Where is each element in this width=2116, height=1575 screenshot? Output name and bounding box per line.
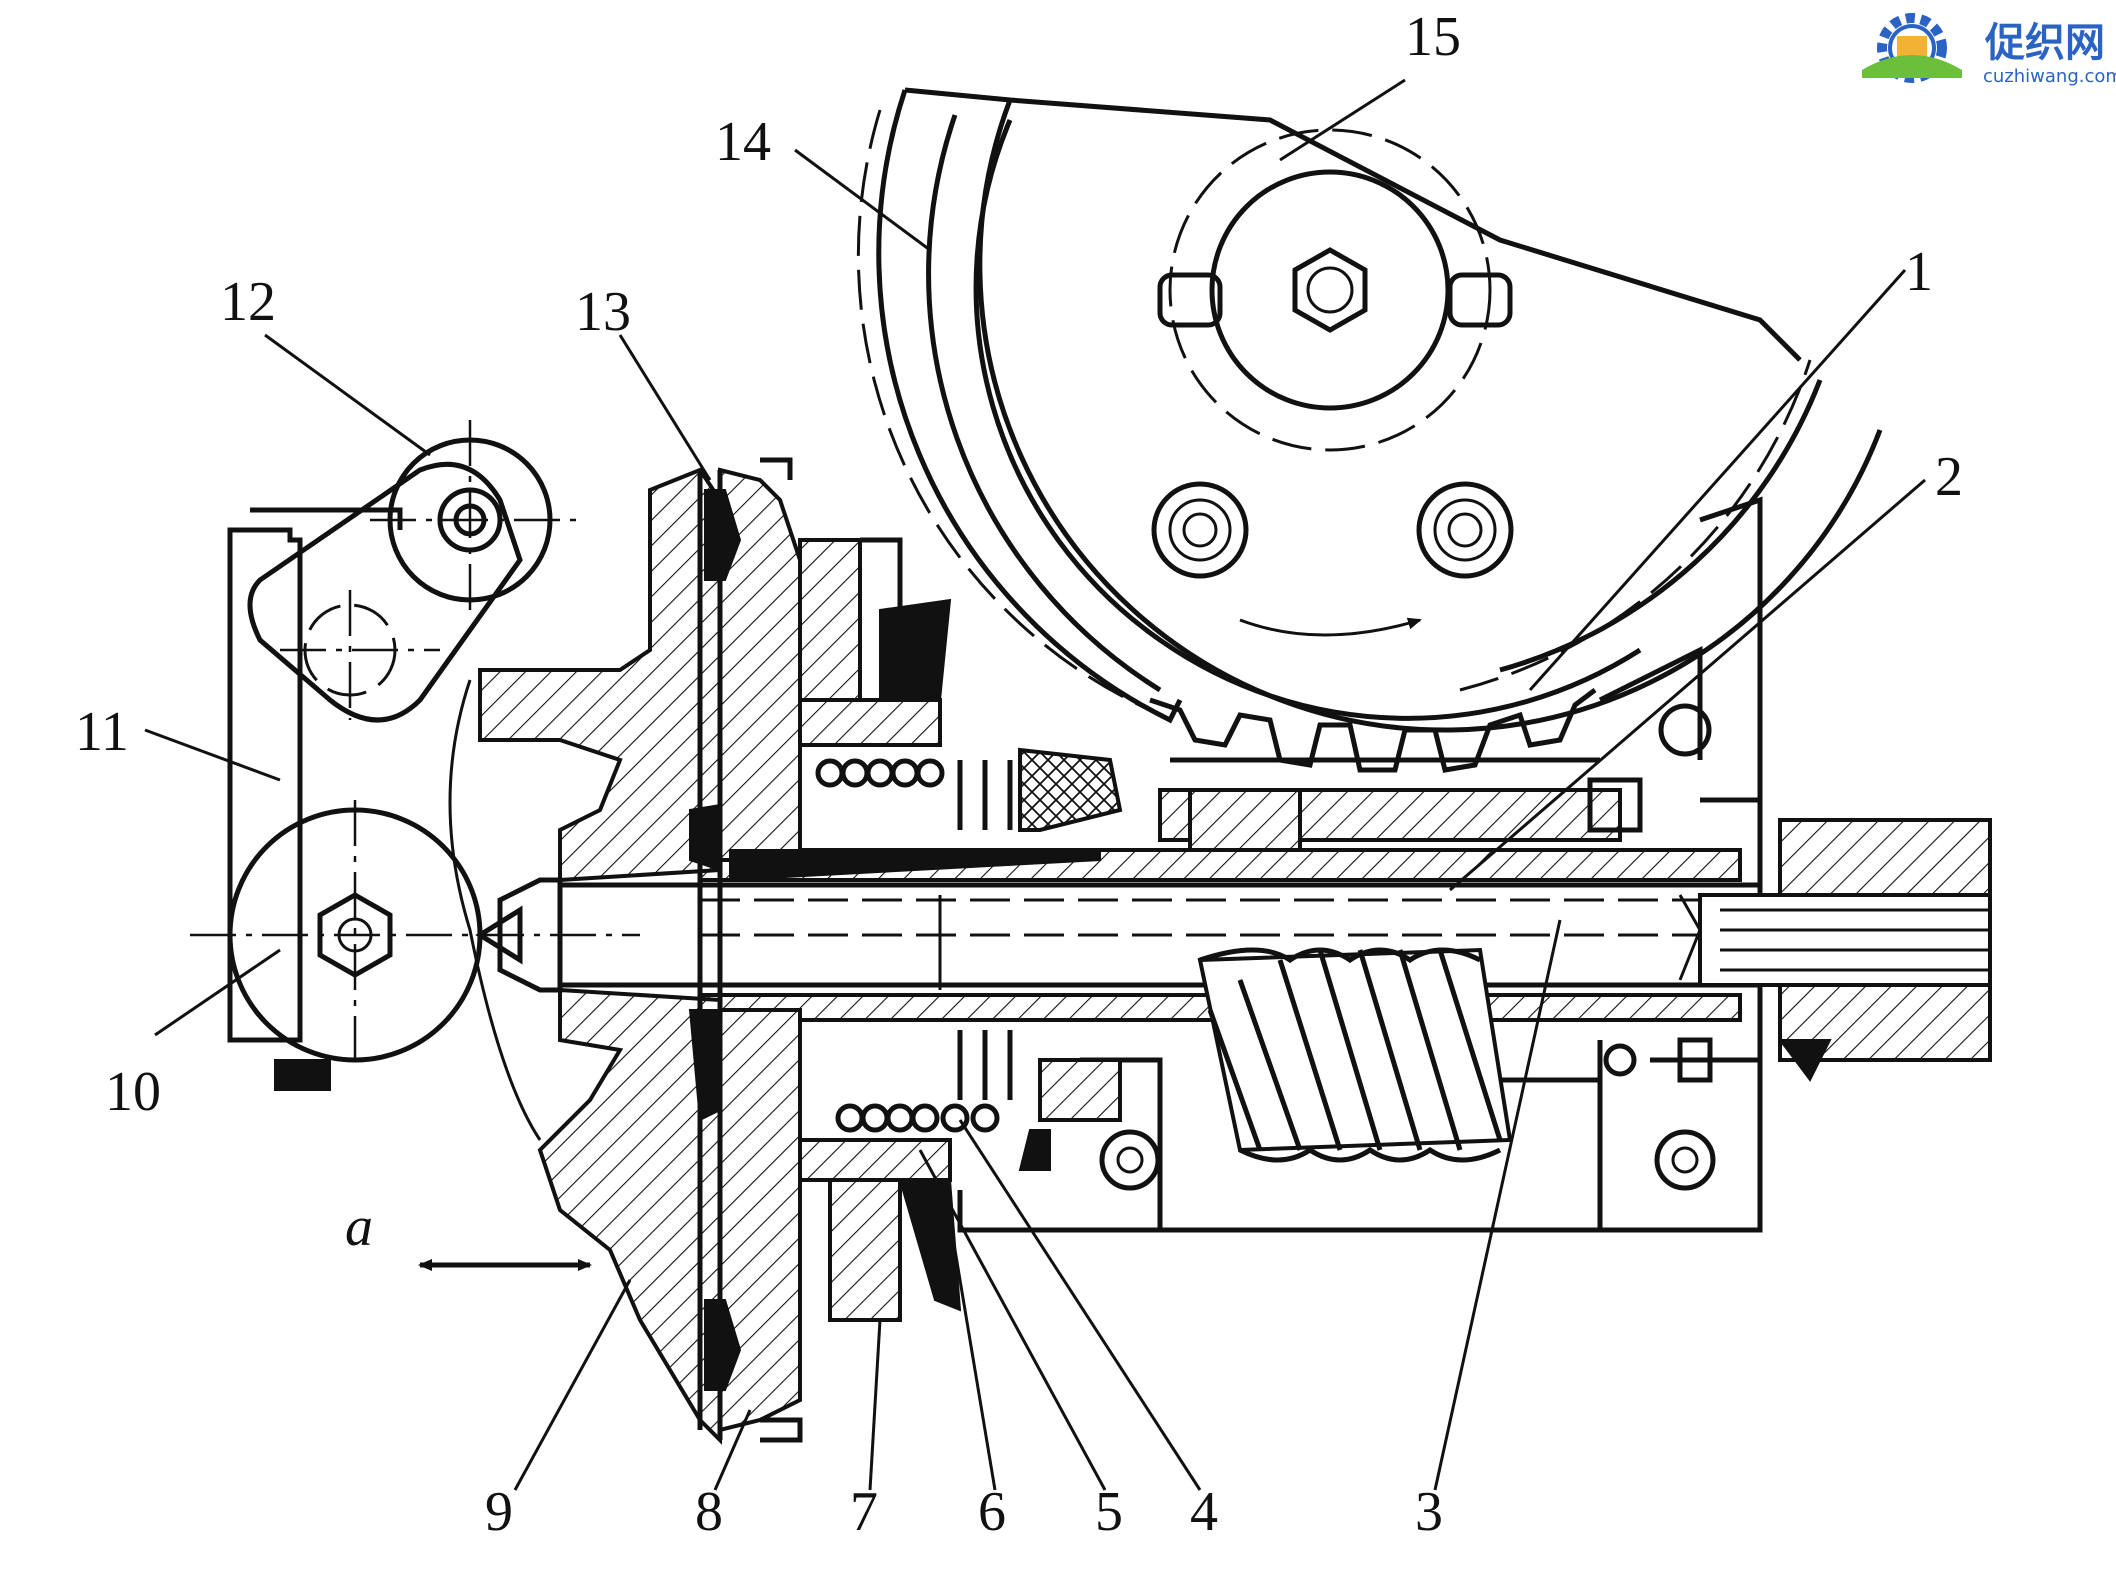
callout-2: 2 <box>1935 446 1963 508</box>
logo-title: 促织网 <box>1984 20 2105 66</box>
leader-lines <box>144 78 1926 1491</box>
leader-6 <box>948 1219 997 1491</box>
callout-numbers: 1 2 3 4 5 6 7 8 9 10 11 12 13 14 15 <box>75 6 1963 1543</box>
logo-subtitle: cuzhiwang.com <box>1983 66 2116 87</box>
callout-7: 7 <box>850 1481 878 1543</box>
site-logo: 促织网 cuzhiwang.com <box>1862 13 2116 87</box>
callout-13: 13 <box>575 281 631 343</box>
gear-icon <box>1862 13 1962 83</box>
leader-9 <box>513 1279 632 1491</box>
leader-2 <box>1449 478 1926 892</box>
callout-6: 6 <box>978 1481 1006 1543</box>
callout-11: 11 <box>75 701 129 763</box>
leader-13 <box>618 334 712 481</box>
callout-8: 8 <box>695 1481 723 1543</box>
callout-14: 14 <box>715 111 771 173</box>
leader-4 <box>958 1119 1202 1491</box>
leader-10 <box>154 948 281 1037</box>
worm <box>1197 947 1513 1163</box>
leader-8 <box>713 1409 752 1491</box>
callout-1: 1 <box>1905 241 1933 303</box>
callout-3: 3 <box>1415 1481 1443 1543</box>
callout-15: 15 <box>1405 6 1461 68</box>
callout-9: 9 <box>485 1481 513 1543</box>
spring-assembly <box>798 698 1760 1182</box>
worm-wheel-housing <box>856 87 1883 733</box>
leader-7 <box>868 1319 882 1491</box>
leader-11 <box>144 728 281 782</box>
callout-10: 10 <box>105 1061 161 1123</box>
leader-15 <box>1279 78 1406 162</box>
callout-12: 12 <box>220 271 276 333</box>
friction-disc-assembly <box>478 457 1101 1445</box>
callout-5: 5 <box>1095 1481 1123 1543</box>
leader-14 <box>794 148 931 252</box>
leader-12 <box>264 333 431 457</box>
leader-1 <box>1528 269 1907 691</box>
leader-3 <box>1433 919 1562 1491</box>
roller-bracket <box>190 420 640 1141</box>
motion-label-a: a <box>345 1196 373 1258</box>
leader-5 <box>918 1149 1107 1491</box>
callout-4: 4 <box>1190 1481 1218 1543</box>
